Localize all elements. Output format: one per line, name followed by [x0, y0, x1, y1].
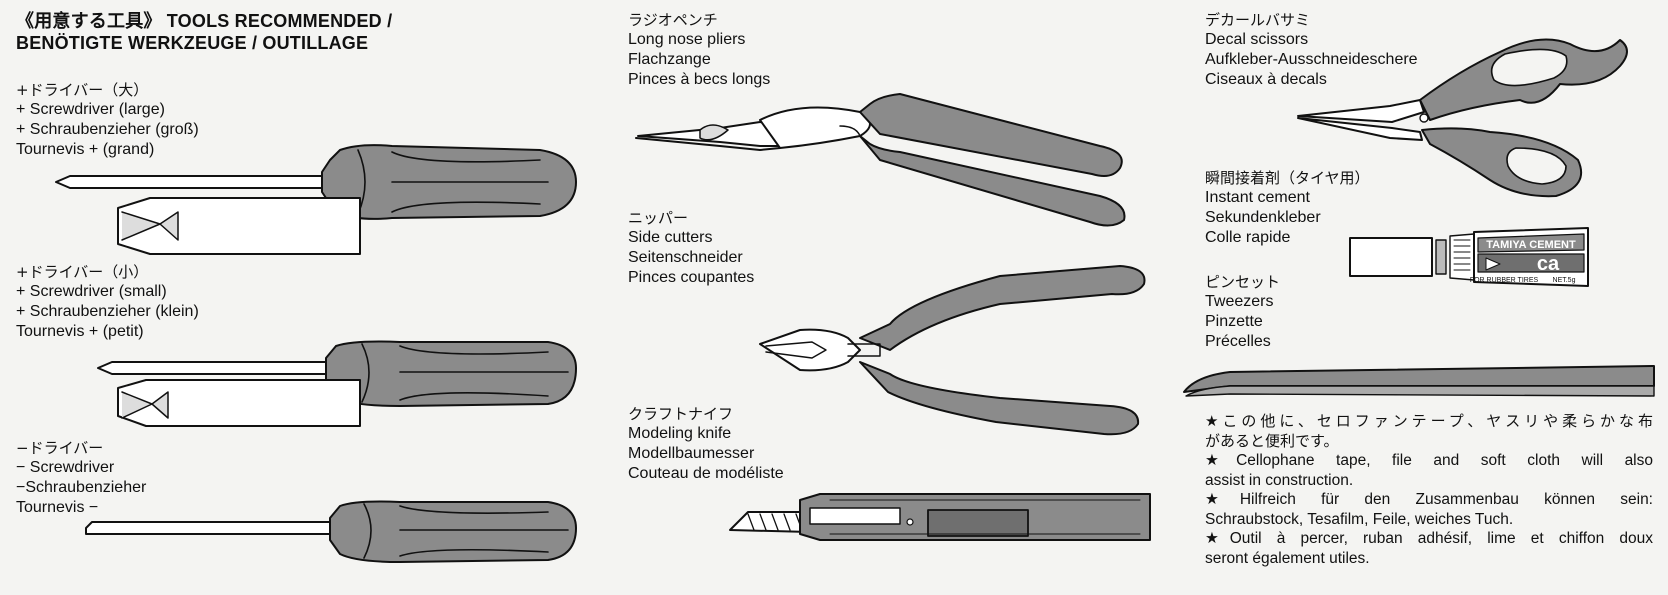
note-line: ★Hilfreich für den Zusammenbau können se…	[1205, 491, 1653, 508]
caption-de: Modellbaumesser	[628, 445, 755, 462]
caption-jp: クラフトナイフ	[628, 405, 734, 423]
caption-fr: Précelles	[1205, 333, 1271, 350]
instant-cement-tube-image	[1349, 227, 1589, 287]
tweezers-image	[1183, 365, 1655, 397]
note-line: Schraubstock, Tesafilm, Feile, weiches T…	[1205, 510, 1514, 528]
note-line: があると便利です。	[1205, 431, 1339, 450]
note-line: ★Cellophane tape, file and soft cloth wi…	[1205, 452, 1653, 469]
caption-jp: デカールバサミ	[1205, 11, 1311, 29]
side-cutters-image	[759, 265, 1146, 436]
screwdriver-small-caption: +ドライバー（小） + Screwdriver (small) + Schrau…	[16, 262, 199, 342]
tube-brand-label: TAMIYA CEMENT	[1486, 239, 1576, 251]
modeling-knife-caption: クラフトナイフ Modeling knife Modellbaumesser C…	[628, 404, 784, 484]
tweezers-caption: ピンセット Tweezers Pinzette Précelles	[1205, 272, 1280, 352]
caption-fr: Tournevis −	[16, 499, 99, 516]
caption-en: + Screwdriver (small)	[16, 283, 167, 300]
screwdriver-large-image	[55, 144, 577, 255]
screwdriver-flat-caption: −ドライバー − Screwdriver −Schraubenzieher To…	[16, 438, 146, 518]
caption-en: + Screwdriver (large)	[16, 101, 165, 118]
caption-de: + Schraubenzieher (klein)	[16, 303, 199, 320]
caption-de: −Schraubenzieher	[16, 479, 147, 496]
caption-en: Tweezers	[1205, 293, 1274, 310]
caption-en: Modeling knife	[628, 425, 732, 442]
caption-fr: Colle rapide	[1205, 229, 1291, 246]
caption-jp: ピンセット	[1205, 273, 1281, 291]
caption-fr: Tournevis + (grand)	[16, 141, 155, 158]
caption-fr: Pinces coupantes	[628, 269, 755, 286]
caption-de: + Schraubenzieher (groß)	[16, 121, 199, 138]
note-line: assist in construction.	[1205, 471, 1354, 489]
caption-de: Aufkleber-Ausschneideschere	[1205, 51, 1418, 68]
title-line-1: 《用意する工具》 TOOLS RECOMMENDED /	[16, 11, 393, 31]
caption-fr: Ciseaux à decals	[1205, 71, 1327, 88]
caption-de: Pinzette	[1205, 313, 1263, 330]
decal-scissors-caption: デカールバサミ Decal scissors Aufkleber-Ausschn…	[1205, 10, 1418, 90]
tube-net-label: NET.5g	[1553, 277, 1576, 284]
caption-en: Decal scissors	[1205, 31, 1309, 48]
decal-scissors-image	[1297, 38, 1628, 198]
modeling-knife-image	[729, 493, 1151, 541]
caption-fr: Tournevis + (petit)	[16, 323, 144, 340]
page-title: 《用意する工具》 TOOLS RECOMMENDED / BENÖTIGTE W…	[16, 10, 392, 54]
caption-jp: +ドライバー（大）	[16, 81, 149, 99]
caption-en: Long nose pliers	[628, 31, 746, 48]
caption-fr: Couteau de modéliste	[628, 465, 784, 482]
caption-en: Instant cement	[1205, 189, 1310, 206]
instant-cement-caption: 瞬間接着剤（タイヤ用） Instant cement Sekundenklebe…	[1205, 168, 1370, 248]
caption-jp: 瞬間接着剤（タイヤ用）	[1205, 169, 1370, 187]
caption-jp: ニッパー	[628, 209, 689, 227]
screwdriver-large-caption: +ドライバー（大） + Screwdriver (large) + Schrau…	[16, 80, 199, 160]
tube-sub-label: FOR RUBBER TIRES	[1470, 277, 1539, 284]
screwdriver-small-image	[97, 340, 577, 427]
caption-en: − Screwdriver	[16, 459, 115, 476]
caption-de: Seitenschneider	[628, 249, 743, 266]
side-cutters-caption: ニッパー Side cutters Seitenschneider Pinces…	[628, 208, 754, 288]
caption-en: Side cutters	[628, 229, 713, 246]
note-line: ★この他に、セロファンテープ、ヤスリや柔らかな布	[1205, 412, 1653, 430]
long-nose-pliers-caption: ラジオペンチ Long nose pliers Flachzange Pince…	[628, 10, 770, 90]
caption-jp: +ドライバー（小）	[16, 263, 149, 281]
long-nose-pliers-image	[635, 93, 1126, 227]
caption-de: Flachzange	[628, 51, 711, 68]
note-line: ★Outil à percer, ruban adhésif, lime et …	[1205, 530, 1653, 547]
caption-de: Sekundenkleber	[1205, 209, 1321, 226]
caption-fr: Pinces à becs longs	[628, 71, 771, 88]
title-line-2: BENÖTIGTE WERKZEUGE / OUTILLAGE	[16, 33, 369, 53]
additional-tools-note: ★この他に、セロファンテープ、ヤスリや柔らかな布 があると便利です。 ★Cell…	[1205, 412, 1653, 568]
caption-jp: ラジオペンチ	[628, 11, 718, 29]
tube-ca-label: ca	[1537, 253, 1560, 275]
caption-jp: −ドライバー	[16, 439, 104, 457]
screwdriver-flat-image	[85, 500, 577, 563]
note-line: seront également utiles.	[1205, 549, 1370, 567]
